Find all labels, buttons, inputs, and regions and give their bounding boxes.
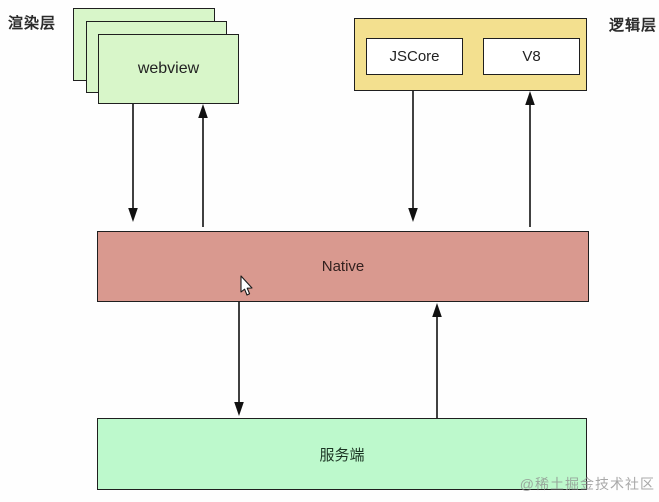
watermark-text: @稀土掘金技术社区: [519, 476, 655, 492]
v8-node: V8: [483, 38, 580, 75]
arrow-webview-to-native: [128, 104, 138, 222]
arrow-native-to-server: [234, 302, 244, 416]
webview-node: webview: [98, 34, 239, 104]
native-node: Native: [97, 231, 589, 302]
render-layer-label: 渲染层: [8, 15, 57, 32]
server-node: 服务端: [97, 418, 587, 490]
arrow-native-to-webview: [198, 104, 208, 227]
logic-layer-label: 逻辑层: [608, 17, 657, 34]
arrow-native-to-logic: [525, 91, 535, 227]
arrow-server-to-native: [432, 303, 442, 418]
arrow-logic-to-native: [408, 91, 418, 222]
jscore-node: JSCore: [366, 38, 463, 75]
